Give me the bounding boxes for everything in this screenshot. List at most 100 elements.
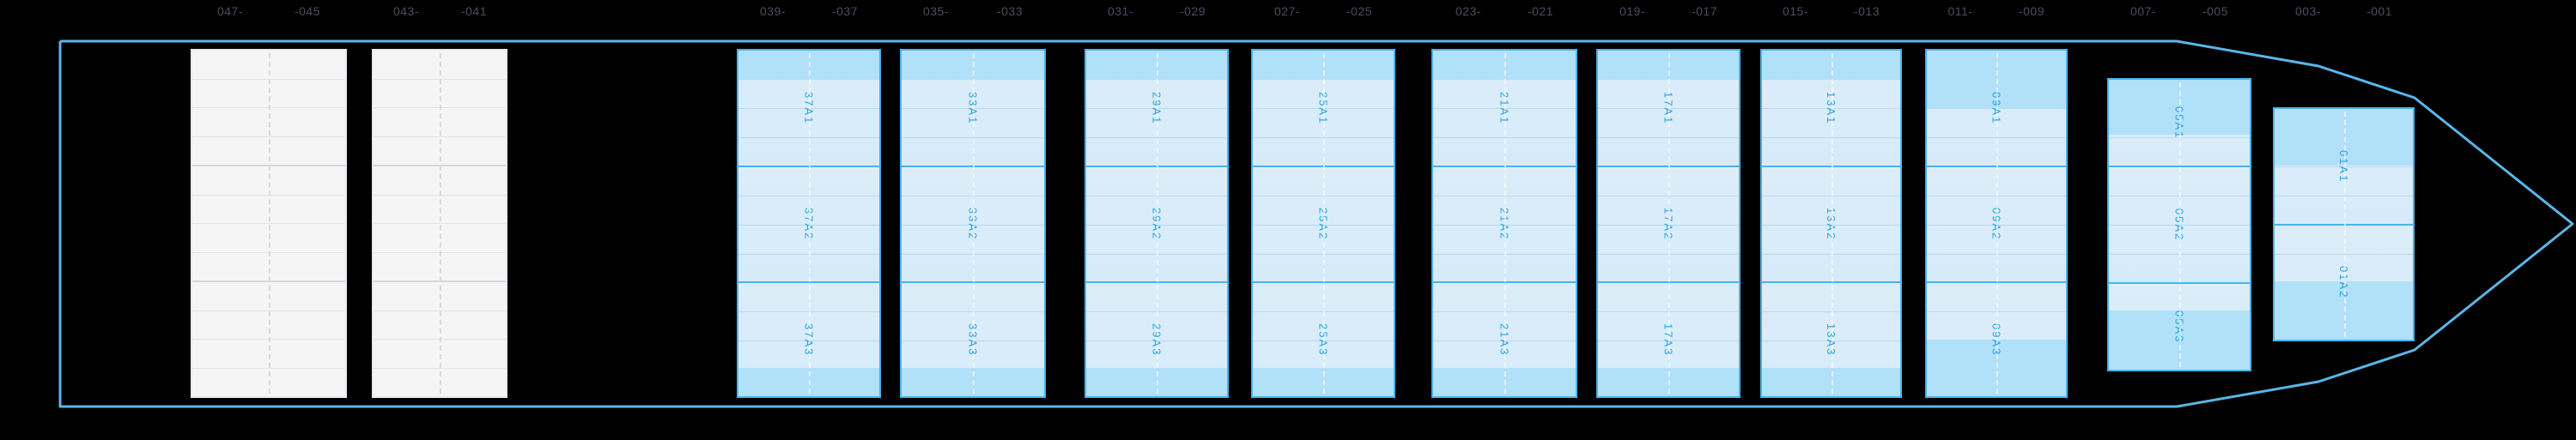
- bay-number-label-037: -037: [831, 4, 859, 18]
- empty-slot-row: [192, 339, 345, 368]
- bay-block-21: 21A1 21A2 21A3: [1431, 49, 1577, 398]
- hatch-band-bottom: [1927, 340, 2066, 396]
- empty-slot-row: [374, 165, 506, 195]
- bay-cell-25A2[interactable]: 25A2: [1253, 166, 1394, 281]
- empty-bay-block-047-045[interactable]: [191, 49, 347, 398]
- bay-cell-17A3[interactable]: 17A3: [1598, 281, 1739, 396]
- bay-cell-33A1[interactable]: 33A1: [902, 51, 1044, 166]
- bay-number-label-007: 007-: [2129, 4, 2157, 18]
- bay-number-label-045: -045: [294, 4, 321, 18]
- bay-cell-17A1[interactable]: 17A1: [1598, 51, 1739, 166]
- bay-cell-37A2[interactable]: 37A2: [738, 166, 879, 281]
- empty-slot-row: [192, 136, 345, 166]
- hatch-band-bottom: [1433, 368, 1576, 396]
- bay-cell-29A2[interactable]: 29A2: [1086, 166, 1227, 281]
- hatch-band-bottom: [1253, 368, 1394, 396]
- bay-block-05: 05A1 05A2 05A3: [2107, 78, 2251, 371]
- bay-cell-29A1[interactable]: 29A1: [1086, 51, 1227, 166]
- empty-slot-row: [374, 51, 506, 79]
- empty-slot-row: [192, 223, 345, 252]
- hatch-band-bottom: [1086, 368, 1227, 396]
- bay-number-label-011: 011-: [1947, 4, 1973, 18]
- hatch-band-top: [1433, 51, 1576, 79]
- bay-cell-label-37A2: 37A2: [802, 208, 816, 241]
- bay-cell-09A3[interactable]: 09A3: [1927, 281, 2066, 396]
- bay-number-label-035: 035-: [922, 4, 950, 18]
- hatch-band-top: [2275, 109, 2413, 166]
- hatch-band-bottom: [2109, 310, 2250, 370]
- empty-slot-row: [374, 339, 506, 368]
- hatch-band-bottom: [738, 368, 879, 396]
- bay-cell-29A3[interactable]: 29A3: [1086, 281, 1227, 396]
- bay-block-09: 09A1 09A2 09A3: [1925, 49, 2068, 398]
- bay-cell-21A3[interactable]: 21A3: [1433, 281, 1576, 396]
- hatch-band-top: [1927, 51, 2066, 108]
- bay-number-label-041: -041: [460, 4, 488, 18]
- hatch-band-top: [1598, 51, 1739, 79]
- bay-cell-13A2[interactable]: 13A2: [1762, 166, 1900, 281]
- empty-slot-row: [192, 251, 345, 281]
- bay-number-label-003: 003-: [2294, 4, 2322, 18]
- hatch-band-top: [738, 51, 879, 79]
- hull-path: [58, 39, 2574, 408]
- empty-slot-row: [192, 310, 345, 340]
- bay-cell-label-21A2: 21A2: [1498, 208, 1511, 241]
- empty-slot-row: [374, 251, 506, 281]
- bay-number-label-025: -025: [1346, 4, 1373, 18]
- bay-cell-21A2[interactable]: 21A2: [1433, 166, 1576, 281]
- hatch-band-top: [1762, 51, 1900, 79]
- empty-slot-row: [374, 194, 506, 224]
- bay-cell-13A3[interactable]: 13A3: [1762, 281, 1900, 396]
- empty-bay-block-043-041[interactable]: [372, 49, 507, 398]
- bay-cell-25A1[interactable]: 25A1: [1253, 51, 1394, 166]
- bay-cell-label-29A2: 29A2: [1150, 208, 1163, 241]
- empty-slot-row: [192, 107, 345, 136]
- bay-block-17: 17A1 17A2 17A3: [1596, 49, 1741, 398]
- bay-number-label-013: -013: [1853, 4, 1880, 18]
- empty-slot-row: [374, 78, 506, 108]
- bay-number-label-043: 043-: [392, 4, 420, 18]
- bay-number-label-005: -005: [2202, 4, 2229, 18]
- bay-cell-01A1[interactable]: 01A1: [2275, 109, 2413, 224]
- bay-cell-33A3[interactable]: 33A3: [902, 281, 1044, 396]
- bay-cell-label-17A2: 17A2: [1662, 208, 1675, 241]
- bay-cell-05A1[interactable]: 05A1: [2109, 80, 2250, 166]
- bay-number-label-009: -009: [2018, 4, 2045, 18]
- bay-number-label-033: -033: [996, 4, 1024, 18]
- bay-number-label-015: 015-: [1782, 4, 1809, 18]
- bay-cell-01A2[interactable]: 01A2: [2275, 224, 2413, 340]
- bay-number-label-029: -029: [1179, 4, 1206, 18]
- bay-cell-09A2[interactable]: 09A2: [1927, 166, 2066, 281]
- bay-number-label-021: -021: [1527, 4, 1554, 18]
- bay-cell-05A3[interactable]: 05A3: [2109, 282, 2250, 370]
- bay-cell-label-05A2: 05A2: [2172, 208, 2186, 242]
- bay-cell-33A2[interactable]: 33A2: [902, 166, 1044, 281]
- bay-cell-09A1[interactable]: 09A1: [1927, 51, 2066, 166]
- bay-cell-label-25A2: 25A2: [1316, 208, 1330, 241]
- bay-block-37: 37A1 37A2 37A3: [737, 49, 881, 398]
- bay-cell-37A3[interactable]: 37A3: [738, 281, 879, 396]
- hatch-band-bottom: [1598, 368, 1739, 396]
- bay-number-label-023: 023-: [1455, 4, 1482, 18]
- bay-cell-25A3[interactable]: 25A3: [1253, 281, 1394, 396]
- bay-cell-37A1[interactable]: 37A1: [738, 51, 879, 166]
- empty-slot-row: [374, 310, 506, 340]
- bay-number-label-031: 031-: [1107, 4, 1134, 18]
- bay-block-29: 29A1 29A2 29A3: [1084, 49, 1229, 398]
- hatch-band-bottom: [902, 368, 1044, 396]
- bay-number-label-017: -017: [1691, 4, 1718, 18]
- bay-cell-17A2[interactable]: 17A2: [1598, 166, 1739, 281]
- bay-number-label-027: 027-: [1273, 4, 1301, 18]
- bay-cell-label-09A2: 09A2: [1990, 208, 2003, 241]
- empty-slot-row: [192, 165, 345, 195]
- bay-cell-05A2[interactable]: 05A2: [2109, 166, 2250, 282]
- bay-cell-13A1[interactable]: 13A1: [1762, 51, 1900, 166]
- bay-cell-21A1[interactable]: 21A1: [1433, 51, 1576, 166]
- empty-slot-row: [192, 78, 345, 108]
- empty-slot-row: [374, 223, 506, 252]
- empty-slot-row: [374, 136, 506, 166]
